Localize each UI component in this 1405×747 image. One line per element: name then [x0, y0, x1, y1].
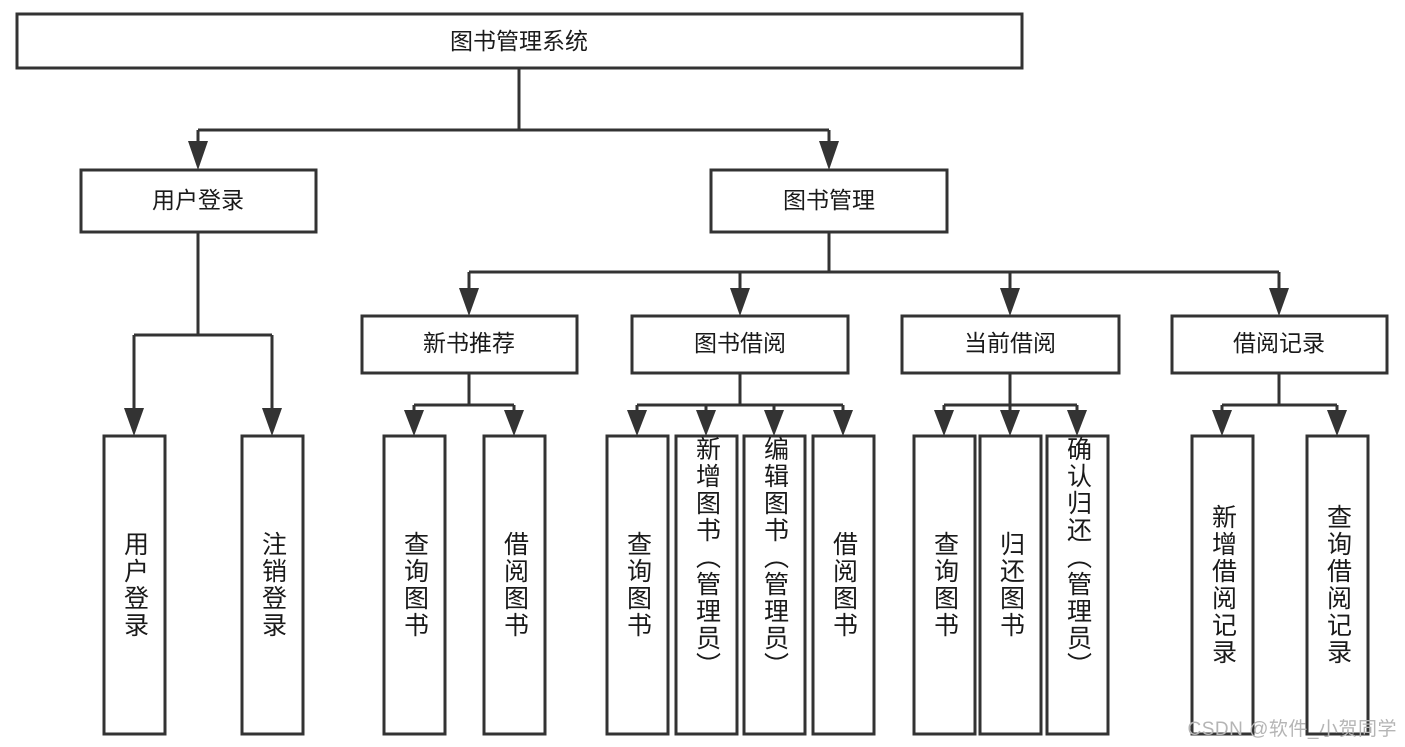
- arrow-head-icon: [1269, 288, 1289, 316]
- node-book-borrow[interactable]: 图书借阅: [630, 314, 850, 375]
- arrow-head-icon: [1000, 410, 1020, 436]
- current-borrow-box[interactable]: [900, 314, 1121, 375]
- user-login-label: 用户登录: [152, 187, 244, 213]
- arrow-head-icon: [1067, 410, 1087, 436]
- leaf-return-book-box[interactable]: [978, 434, 1043, 736]
- arrow-head-icon: [1212, 410, 1232, 436]
- connector-book-management-to-level3: [459, 232, 1289, 316]
- root-label: 图书管理系统: [450, 28, 588, 54]
- root-box[interactable]: [15, 12, 1024, 70]
- node-root[interactable]: 图书管理系统: [15, 12, 1024, 70]
- new-book-recommend-label: 新书推荐: [423, 330, 515, 356]
- leaf-query-record-box[interactable]: [1305, 434, 1370, 736]
- arrow-head-icon: [819, 141, 839, 170]
- node-user-login[interactable]: 用户登录: [79, 168, 318, 234]
- user-login-box[interactable]: [79, 168, 318, 234]
- node-book-management[interactable]: 图书管理: [709, 168, 949, 234]
- leaf-query-book-1-box[interactable]: [382, 434, 447, 736]
- arrow-head-icon: [696, 410, 716, 436]
- leaf-add-book-box[interactable]: [674, 434, 739, 736]
- leaf-boxes-group: [102, 434, 1370, 736]
- connector-user-login-to-leaves: [124, 232, 282, 436]
- leaf-borrow-book-2-box[interactable]: [811, 434, 876, 736]
- new-book-recommend-box[interactable]: [360, 314, 579, 375]
- arrow-head-icon: [124, 408, 144, 436]
- arrow-head-icon: [627, 410, 647, 436]
- leaf-confirm-return-box[interactable]: [1045, 434, 1110, 736]
- csdn-watermark: CSDN @软件_小贺同学: [1187, 719, 1397, 740]
- leaf-add-record-box[interactable]: [1190, 434, 1255, 736]
- arrow-head-icon: [1000, 288, 1020, 316]
- connector-current-borrow-to-leaves: [934, 373, 1087, 436]
- arrow-head-icon: [262, 408, 282, 436]
- leaf-edit-book-box[interactable]: [742, 434, 807, 736]
- connector-root-to-level2: [188, 68, 839, 170]
- leaf-user-login-box[interactable]: [102, 434, 167, 736]
- book-borrow-label: 图书借阅: [694, 330, 786, 356]
- leaf-user-logout-box[interactable]: [240, 434, 305, 736]
- arrow-head-icon: [188, 141, 208, 170]
- connector-new-book-recommend-to-leaves: [404, 373, 524, 436]
- borrow-record-label: 借阅记录: [1233, 330, 1325, 356]
- node-borrow-record[interactable]: 借阅记录: [1170, 314, 1389, 375]
- connector-book-borrow-to-leaves: [627, 373, 853, 436]
- connector-borrow-record-to-leaves: [1212, 373, 1347, 436]
- current-borrow-label: 当前借阅: [964, 330, 1056, 356]
- arrow-head-icon: [459, 288, 479, 316]
- arrow-head-icon: [1327, 410, 1347, 436]
- arrow-head-icon: [404, 410, 424, 436]
- arrow-head-icon: [730, 288, 750, 316]
- book-management-label: 图书管理: [783, 187, 875, 213]
- leaf-query-book-2-box[interactable]: [605, 434, 670, 736]
- arrow-head-icon: [833, 410, 853, 436]
- node-new-book-recommend[interactable]: 新书推荐: [360, 314, 579, 375]
- arrow-head-icon: [764, 410, 784, 436]
- arrow-head-icon: [934, 410, 954, 436]
- arrow-head-icon: [504, 410, 524, 436]
- leaf-query-book-3-box[interactable]: [912, 434, 977, 736]
- leaf-borrow-book-1-box[interactable]: [482, 434, 547, 736]
- node-current-borrow[interactable]: 当前借阅: [900, 314, 1121, 375]
